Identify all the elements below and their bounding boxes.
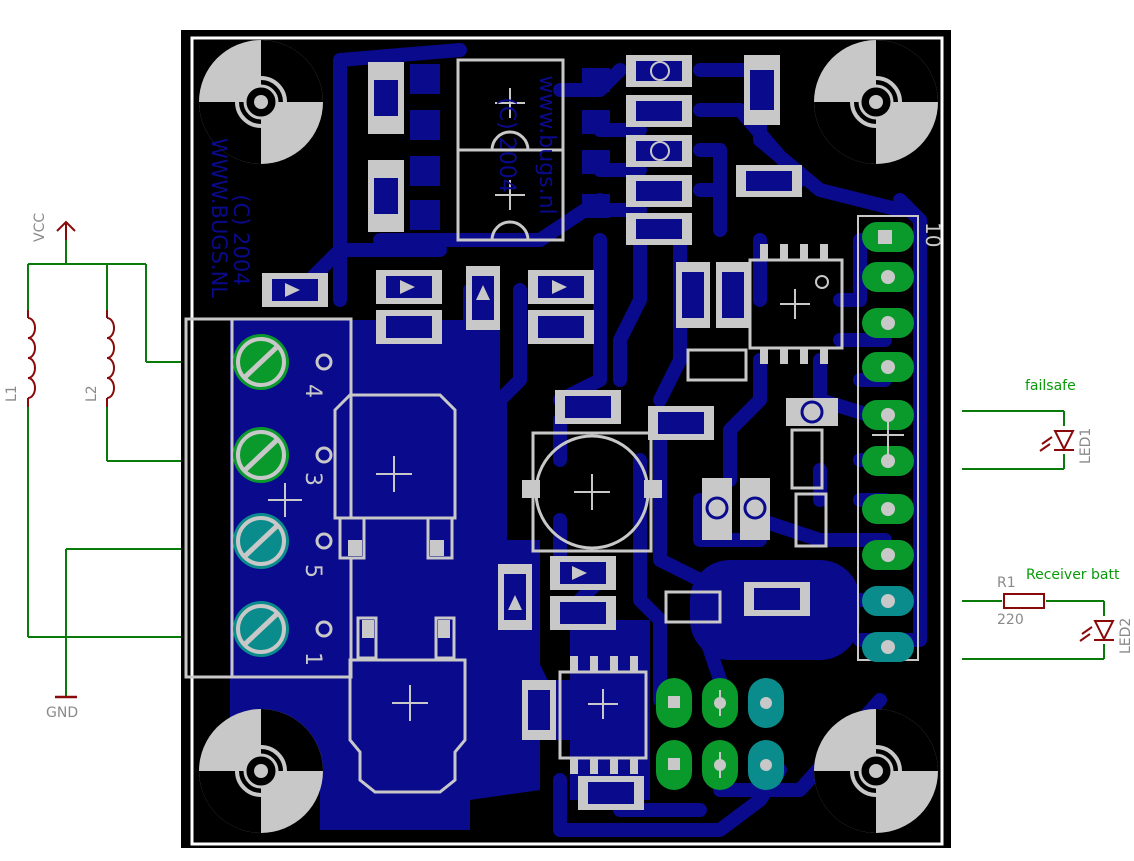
smd-r-15 [744,582,810,616]
ic-silk-text-1: (C) 2004 [494,97,519,193]
smd-r-6 [686,348,748,382]
screw-terminal-block [184,317,353,679]
smd-r-11 [794,492,828,548]
led2-net-label: Receiver batt [1026,567,1120,583]
smd-r-top-left-1 [368,62,404,134]
header-pin-2 [862,262,914,292]
smd-r-18 [578,776,644,810]
smd-r-16 [664,590,722,624]
led2-symbol [1079,620,1115,642]
terminal-number-3: 3 [300,472,325,486]
resistor-r1-value: 220 [997,612,1024,628]
header-pin-3 [862,308,914,338]
resistor-r1-ref: R1 [997,575,1016,591]
pin-header-10 [857,215,919,662]
inductor-l2-label: L2 [84,385,100,402]
smd-r-9 [786,398,838,426]
smd-r-column-5 [626,213,692,245]
soic-chip-top [748,244,844,364]
smd-r-column-2 [626,95,692,127]
header-pin-6 [862,446,914,476]
header-pin-9 [862,586,914,616]
ic-socket [456,58,565,242]
led1-ref-label: LED1 [1078,428,1094,464]
inductor-l1 [27,310,36,407]
terminal-number-4: 4 [300,384,325,398]
smd-r-5 [716,262,750,328]
terminal-number-1: 1 [300,652,325,666]
smd-r-mid-right [736,165,802,197]
mounting-hole-top-right [814,40,938,164]
smd-r-column-1 [626,55,692,87]
smd-r-7 [555,390,621,424]
mounting-hole-bottom-left [199,709,323,833]
mounting-hole-bottom-right [814,709,938,833]
gnd-label: GND [46,705,78,721]
led2-ref-label: LED2 [1118,618,1134,654]
resistor-r1 [1003,593,1045,609]
vcc-symbol [56,220,76,240]
smd-r-2 [376,310,442,344]
smd-diode-3 [466,266,500,330]
capacitor-electrolytic [522,431,662,553]
schematic-left [27,232,186,696]
smd-r-top-right [744,55,780,125]
header-pin-4 [862,352,914,382]
terminal-number-5: 5 [300,564,325,578]
inductor-l1-label: L1 [4,385,20,402]
soic-chip-bottom [558,656,648,774]
smd-diode-1 [262,273,328,307]
regulator-top [333,393,457,560]
smd-r-column-3 [626,135,692,167]
smd-diode-4 [528,270,594,304]
schematic-right [962,410,1105,660]
smd-r-top-left-2 [368,160,404,232]
smd-r-4 [676,262,710,328]
vcc-label: VCC [32,213,48,242]
led1-net-label: failsafe [1025,378,1076,394]
smd-diode-6 [498,564,532,630]
smd-r-8 [648,406,714,440]
smd-r-17 [522,680,556,740]
smd-r-14 [550,596,616,630]
header-pin-8 [862,540,914,570]
regulator-bottom [348,616,467,794]
smd-r-13 [740,478,770,540]
header-pin-label: 10 [921,222,945,247]
smd-r-column-4 [626,175,692,207]
header-pin-7 [862,494,914,524]
pcb-outline [190,36,944,846]
header-pin-10 [862,632,914,662]
pin-header-2x3 [656,678,784,790]
smd-diode-2 [376,270,442,304]
led1-symbol [1039,430,1075,452]
silk-copyright-line2: (C) 2004 [229,194,253,285]
silk-copyright-line1: WWW.BUGS.NL [207,138,231,298]
inductor-l2 [106,310,115,407]
smd-diode-5 [550,556,616,590]
header-pin-1 [862,222,914,252]
smd-r-3 [528,310,594,344]
smd-r-12 [702,478,732,540]
smd-r-10 [790,428,824,490]
smd-pad-set-a [410,64,440,230]
ic-silk-text-2: www.bugs.nl [534,75,559,214]
smd-pad-set-b [582,68,610,218]
mounting-hole-top-left [199,40,323,164]
smd-components [262,55,838,810]
